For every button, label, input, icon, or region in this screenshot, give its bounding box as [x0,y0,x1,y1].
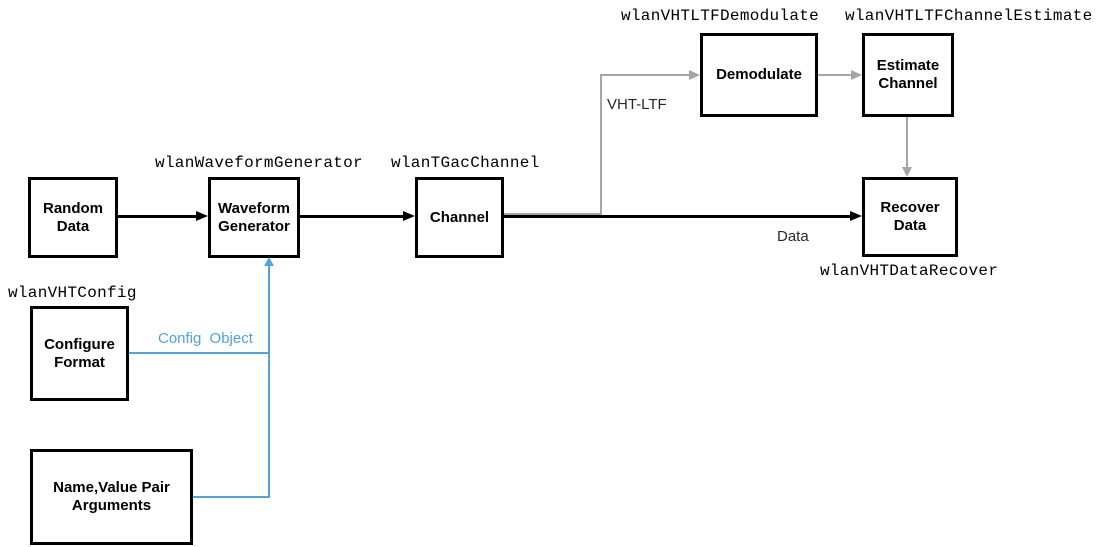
connector-demodulate-to-estimate [818,74,851,76]
block-name-value-pair-arguments: Name,Value Pair Arguments [30,449,193,545]
arrowhead-right-icon [851,70,862,80]
connector-waveform-to-channel [300,215,404,218]
arrowhead-right-icon [196,211,208,221]
code-label-wlanVHTLTFChannelEstimate: wlanVHTLTFChannelEstimate [845,7,1093,25]
arrowhead-right-icon [850,211,862,221]
connector-configure-format-out [129,352,269,354]
code-label-wlanWaveformGenerator: wlanWaveformGenerator [155,154,363,172]
connector-vht-ltf-to-demodulate [600,74,689,76]
connector-vht-ltf-branch [504,213,601,215]
connector-vht-ltf-vertical [600,74,602,215]
edge-label-config-object: Config Object [158,330,253,347]
edge-label-vht-ltf: VHT-LTF [607,96,667,113]
block-recover-data: Recover Data [862,177,958,257]
block-estimate-channel: Estimate Channel [862,33,954,117]
connector-estimate-to-recover [906,117,908,168]
block-configure-format: Configure Format [30,306,129,401]
connector-random-to-waveform [118,215,198,218]
block-demodulate: Demodulate [700,33,818,117]
arrowhead-right-icon [689,70,700,80]
code-label-wlanVHTConfig: wlanVHTConfig [8,284,137,302]
block-waveform-generator: Waveform Generator [208,177,300,258]
block-random-data: Random Data [28,177,118,258]
arrowhead-right-icon [403,211,415,221]
edge-label-data: Data [777,228,809,245]
code-label-wlanVHTDataRecover: wlanVHTDataRecover [820,262,999,280]
block-channel: Channel [415,177,504,258]
code-label-wlanTGacChannel: wlanTGacChannel [391,154,540,172]
arrowhead-down-icon [902,167,912,177]
code-label-wlanVHTLTFDemodulate: wlanVHTLTFDemodulate [621,7,820,25]
connector-config-to-waveform [268,266,270,498]
connector-channel-to-recover-data [504,215,851,218]
arrowhead-up-icon [264,257,274,266]
connector-name-value-out [193,496,269,498]
